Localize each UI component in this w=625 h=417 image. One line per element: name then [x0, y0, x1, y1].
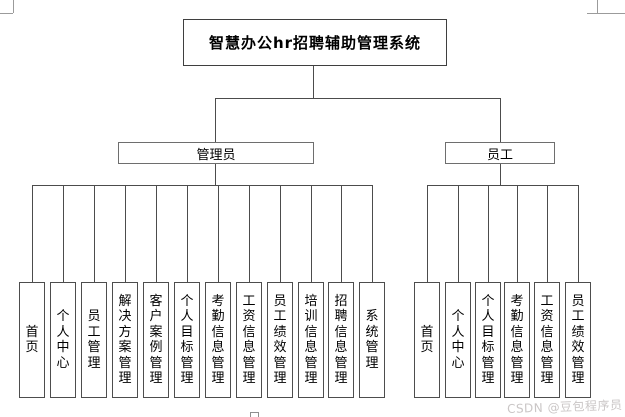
node-employee-management: 员工管理	[81, 282, 107, 398]
node-emp-salary-info-management: 工资信息管理	[534, 282, 560, 398]
node-emp-attendance-info-management: 考勤信息管理	[504, 282, 530, 398]
connector-leaf-drop	[63, 185, 64, 282]
connector-leaf-drop	[249, 185, 250, 282]
node-emp-performance-management: 员工绩效管理	[565, 282, 591, 398]
connector-leaf-drop	[578, 185, 579, 282]
node-customer-case-management: 客户案例管理	[143, 282, 169, 398]
node-system-management: 系统管理	[359, 282, 385, 398]
page-corner-mark-topright-h	[587, 13, 625, 14]
page-corner-mark-topright-v	[597, 0, 598, 13]
connector-emp-rail	[427, 185, 579, 186]
connector-leaf-drop	[427, 185, 428, 282]
connector-emp-drop	[500, 98, 501, 142]
connector-branch-rail	[215, 98, 501, 99]
root-node: 智慧办公hr招聘辅助管理系统	[183, 19, 447, 66]
connector-leaf-drop	[156, 185, 157, 282]
node-recruitment-info-management: 招聘信息管理	[328, 282, 354, 398]
branch-admin-label: 管理员	[196, 147, 236, 163]
branch-node-admin: 管理员	[118, 142, 314, 164]
connector-leaf-drop	[311, 185, 312, 282]
page-artifact	[250, 412, 259, 417]
connector-admin-drop	[215, 98, 216, 142]
connector-admin-stem	[215, 164, 216, 185]
node-emp-personal-goal-management: 个人目标管理	[475, 282, 501, 398]
connector-leaf-drop	[94, 185, 95, 282]
connector-leaf-drop	[125, 185, 126, 282]
connector-leaf-drop	[372, 185, 373, 282]
node-personal-goal-management: 个人目标管理	[174, 282, 200, 398]
node-salary-info-management: 工资信息管理	[236, 282, 262, 398]
branch-emp-label: 员工	[486, 147, 513, 163]
connector-root-stem	[313, 66, 314, 98]
connector-emp-stem	[500, 164, 501, 185]
connector-leaf-drop	[547, 185, 548, 282]
node-emp-home: 首页	[414, 282, 440, 398]
node-training-info-management: 培训信息管理	[298, 282, 324, 398]
connector-admin-rail	[32, 185, 373, 186]
page-corner-mark-topleft-v	[13, 0, 14, 13]
root-node-label: 智慧办公hr招聘辅助管理系统	[208, 34, 422, 52]
connector-leaf-drop	[341, 185, 342, 282]
watermark-text: CSDN @豆包程序员	[507, 397, 624, 417]
connector-leaf-drop	[218, 185, 219, 282]
connector-leaf-drop	[517, 185, 518, 282]
node-solution-management: 解决方案管理	[112, 282, 138, 398]
branch-node-employee: 员工	[445, 142, 555, 164]
page-corner-mark-topleft-h	[0, 13, 13, 14]
node-attendance-info-management: 考勤信息管理	[205, 282, 231, 398]
node-home: 首页	[19, 282, 45, 398]
connector-leaf-drop	[187, 185, 188, 282]
connector-leaf-drop	[32, 185, 33, 282]
connector-leaf-drop	[488, 185, 489, 282]
node-personal-center: 个人中心	[50, 282, 76, 398]
connector-leaf-drop	[458, 185, 459, 282]
node-emp-personal-center: 个人中心	[445, 282, 471, 398]
node-employee-performance-management: 员工绩效管理	[267, 282, 293, 398]
connector-leaf-drop	[280, 185, 281, 282]
